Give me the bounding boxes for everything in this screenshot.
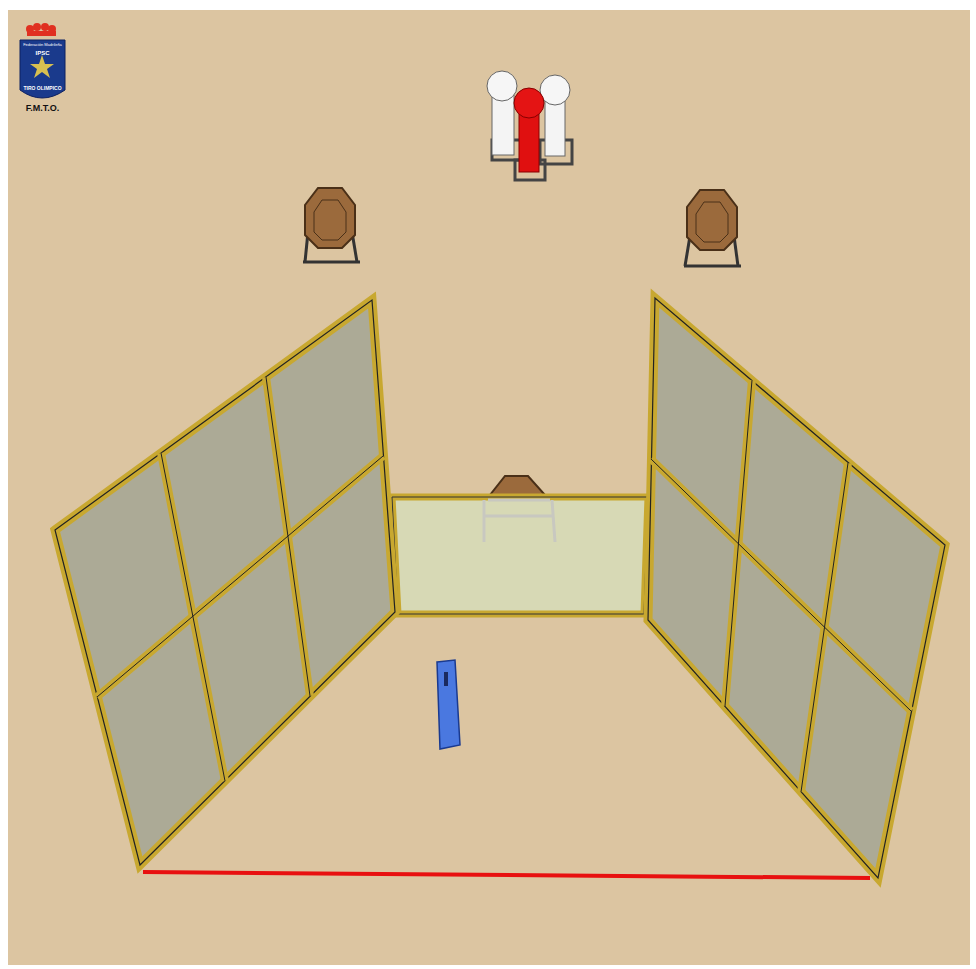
left-wall (55, 300, 395, 865)
popper-targets (487, 71, 572, 180)
back-wall (392, 497, 648, 614)
ground (8, 10, 970, 965)
logo-text: IPSC (35, 50, 49, 56)
logo-text: TIRO OLIMPICO (23, 86, 61, 91)
fault-line (143, 872, 870, 878)
federation-logo (20, 23, 65, 98)
paper-target (490, 476, 545, 495)
right-wall (648, 298, 945, 878)
logo-text: Federación Madrileña (23, 43, 62, 47)
paper-target (303, 188, 360, 262)
paper-target (684, 190, 741, 266)
start-case (437, 660, 460, 749)
federation-acronym: F.M.T.O. (26, 104, 60, 113)
